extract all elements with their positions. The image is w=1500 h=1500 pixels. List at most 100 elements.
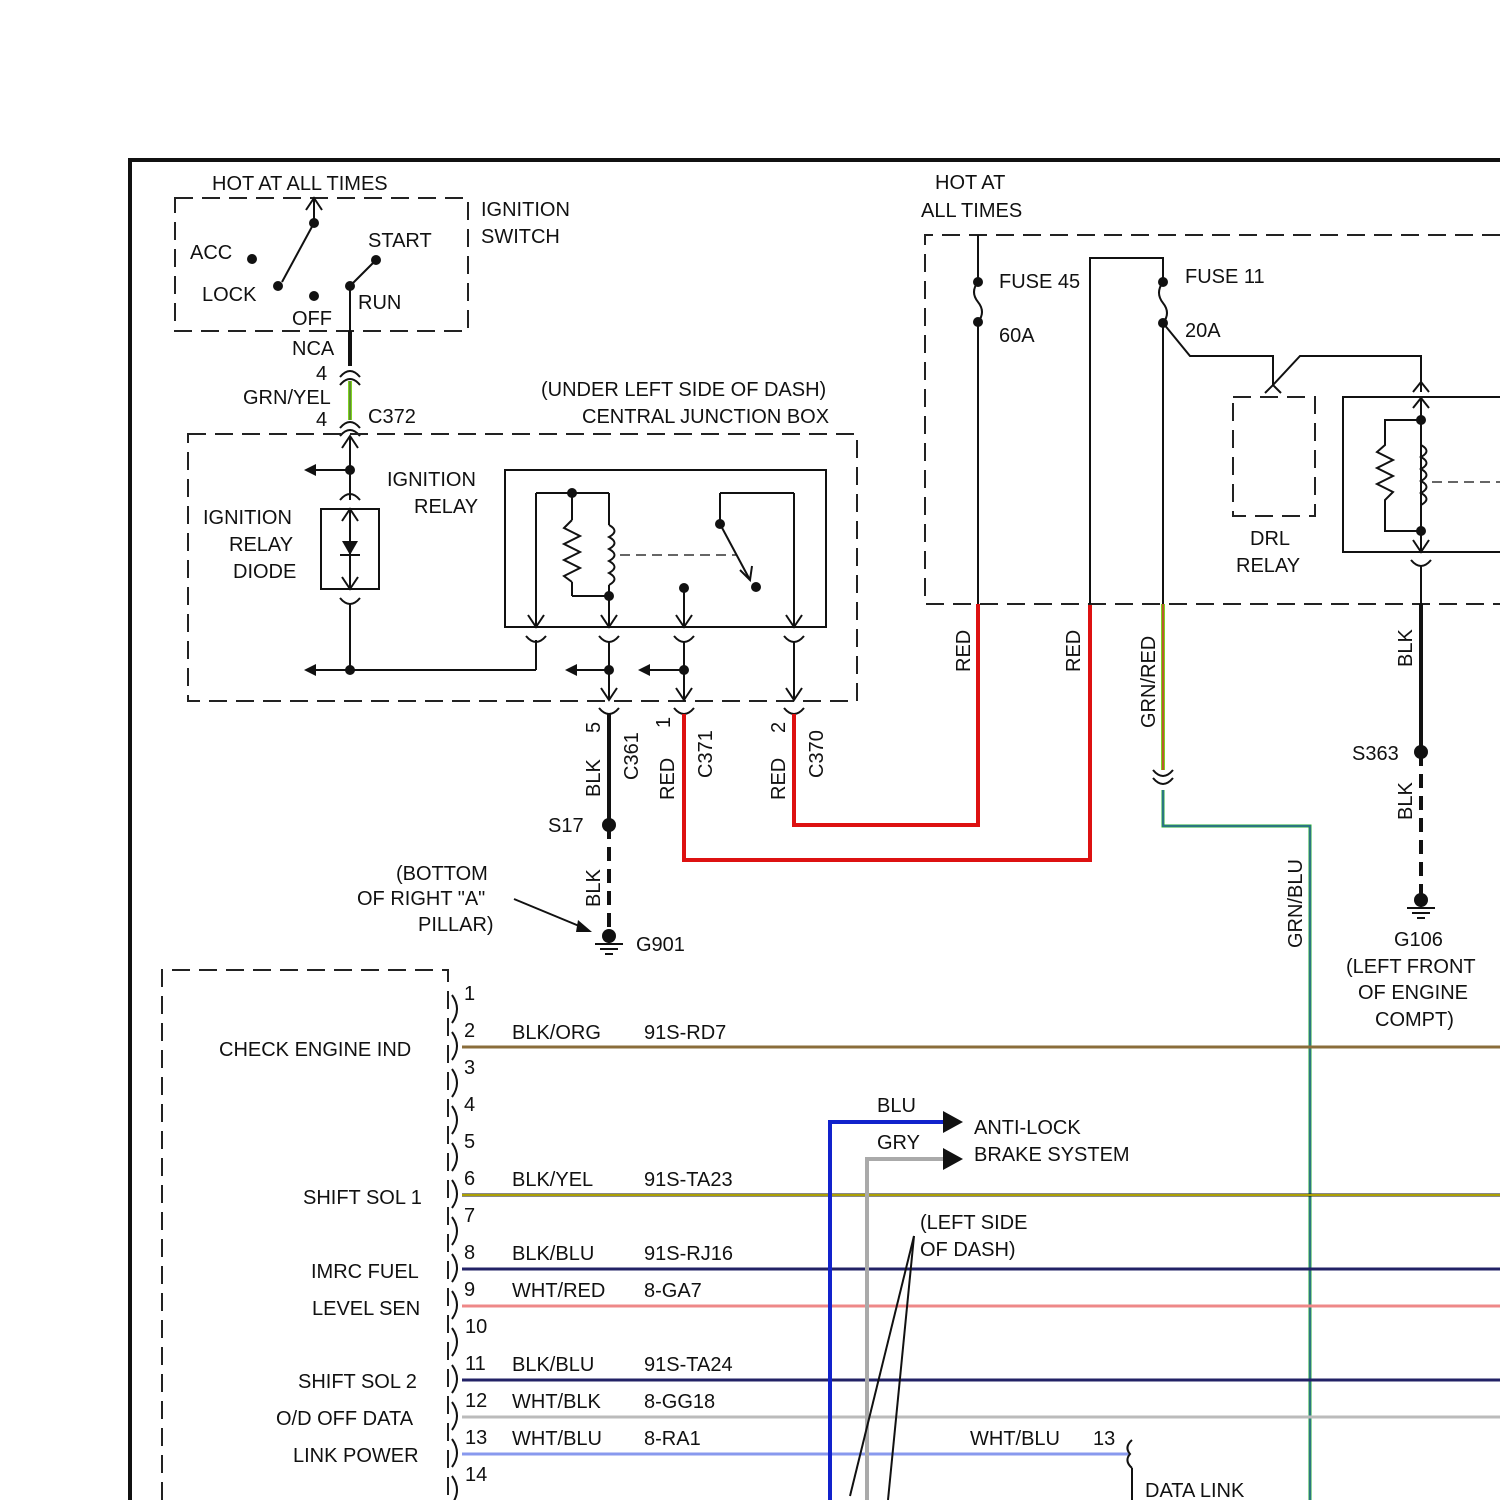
ignition-switch: HOT AT ALL TIMES IGNITION SWITCH ACC LOC… bbox=[175, 173, 570, 331]
hot-at-label-1: HOT AT bbox=[935, 172, 1005, 194]
circuit-label-shift-sol-2: SHIFT SOL 2 bbox=[298, 1371, 417, 1393]
ground-note-2: OF RIGHT "A" bbox=[357, 888, 485, 910]
ground-note-1: (BOTTOM bbox=[396, 863, 488, 885]
wire-red-c371 bbox=[684, 604, 1090, 860]
abs-label-2: BRAKE SYSTEM bbox=[974, 1144, 1130, 1166]
s17-label: S17 bbox=[548, 815, 584, 837]
relay-label-1: IGNITION bbox=[387, 469, 476, 491]
pin-1-label: 1 bbox=[653, 717, 675, 728]
wire-red-c370 bbox=[794, 604, 978, 825]
acc-label: ACC bbox=[190, 242, 232, 264]
pcm-pin-1: 1 bbox=[464, 983, 475, 1005]
wire-circuit-pin-2: 91S-RD7 bbox=[644, 1022, 726, 1044]
pcm-pin-11: 11 bbox=[465, 1353, 486, 1375]
pcm-pin-14: 14 bbox=[465, 1464, 487, 1486]
run-label: RUN bbox=[358, 292, 401, 314]
blu-label: BLU bbox=[877, 1095, 916, 1117]
start-label: START bbox=[368, 230, 432, 252]
wire-color-pin-9: WHT/RED bbox=[512, 1280, 605, 1302]
fuse-11-label: FUSE 11 bbox=[1185, 266, 1265, 288]
g106-label: G106 bbox=[1394, 929, 1443, 951]
nca-label: NCA bbox=[292, 338, 335, 360]
c372-label: C372 bbox=[368, 406, 416, 428]
off-label: OFF bbox=[292, 308, 332, 330]
pcm-pin-bracket bbox=[452, 995, 457, 1023]
wire-gry-abs bbox=[867, 1159, 945, 1500]
ignition-switch-label-2: SWITCH bbox=[481, 226, 560, 248]
pcm-pin-10: 10 bbox=[465, 1316, 487, 1338]
pcm-wires: BLK/ORG 91S-RD7 BLK/YEL 91S-TA23 BLK/BLU… bbox=[462, 1022, 1500, 1500]
circuit-label-check-engine: CHECK ENGINE IND bbox=[219, 1039, 411, 1061]
drl-label-2: RELAY bbox=[1236, 555, 1300, 577]
drl-label-1: DRL bbox=[1250, 528, 1290, 550]
pcm-pin-7: 7 bbox=[464, 1205, 475, 1227]
fuse-45-label: FUSE 45 bbox=[999, 271, 1080, 293]
wire-color-pin-12: WHT/BLK bbox=[512, 1391, 602, 1413]
wire-color-pin-11: BLK/BLU bbox=[512, 1354, 594, 1376]
pcm-pin-6: 6 bbox=[464, 1168, 475, 1190]
pcm-pin-bracket bbox=[452, 1069, 457, 1097]
wire-color-pin-6: BLK/YEL bbox=[512, 1169, 593, 1191]
red-label-a: RED bbox=[953, 630, 975, 672]
red-label-b: RED bbox=[1063, 630, 1085, 672]
pcm-pin-bracket bbox=[452, 1328, 457, 1356]
junction-location-label-1: (UNDER LEFT SIDE OF DASH) bbox=[541, 379, 826, 401]
g106-note-1: (LEFT FRONT bbox=[1346, 956, 1476, 978]
circuit-label-imrc-fuel: IMRC FUEL bbox=[311, 1261, 419, 1283]
pcm-pin-bracket bbox=[452, 1439, 457, 1467]
pcm-pin-bracket bbox=[452, 1476, 457, 1500]
grn-blu-label: GRN/BLU bbox=[1285, 859, 1307, 948]
blk-label-a: BLK bbox=[1395, 629, 1417, 667]
c372-pin-top: 4 bbox=[316, 363, 327, 385]
pin-5-label: 5 bbox=[583, 722, 605, 733]
drl-relay bbox=[1233, 397, 1315, 516]
c371-label: C371 bbox=[695, 730, 717, 778]
red-wire-label-1: RED bbox=[657, 758, 679, 800]
pcm-pin-bracket bbox=[452, 1365, 457, 1393]
hot-at-all-times-label: HOT AT ALL TIMES bbox=[212, 173, 388, 195]
data-link-pin-label: 13 bbox=[1093, 1428, 1115, 1450]
pcm-pin-9: 9 bbox=[464, 1279, 475, 1301]
g106-note-2: OF ENGINE bbox=[1358, 982, 1468, 1004]
fuse-45-amp: 60A bbox=[999, 325, 1035, 347]
pcm-pin-bracket bbox=[452, 1217, 457, 1245]
c370-label: C370 bbox=[806, 730, 828, 778]
c372-pin-bottom: 4 bbox=[316, 409, 327, 431]
g106-note-3: COMPT) bbox=[1375, 1009, 1454, 1031]
blk-wire-label-2: BLK bbox=[583, 869, 605, 907]
blk-label-b: BLK bbox=[1395, 782, 1417, 820]
pcm-pin-12: 12 bbox=[465, 1390, 487, 1412]
pcm-pin-13: 13 bbox=[465, 1427, 487, 1449]
pcm-pin-bracket bbox=[452, 1402, 457, 1430]
pcm-pin-bracket bbox=[452, 1180, 457, 1208]
relay-label-2: RELAY bbox=[414, 496, 478, 518]
pcm-pin-4: 4 bbox=[464, 1094, 475, 1116]
diode-label-1: IGNITION bbox=[203, 507, 292, 529]
wire-circuit-pin-9: 8-GA7 bbox=[644, 1280, 702, 1302]
circuit-label-od-off-data: O/D OFF DATA bbox=[276, 1408, 414, 1430]
pcm-pin-5: 5 bbox=[464, 1131, 475, 1153]
pcm-pin-bracket bbox=[452, 1106, 457, 1134]
wht-blu-label: WHT/BLU bbox=[970, 1428, 1060, 1450]
diode-label-2: RELAY bbox=[229, 534, 293, 556]
fuse-11-amp: 20A bbox=[1185, 320, 1221, 342]
wire-color-pin-8: BLK/BLU bbox=[512, 1243, 594, 1265]
dash-note-1: (LEFT SIDE bbox=[920, 1212, 1027, 1234]
lock-label: LOCK bbox=[202, 284, 257, 306]
abs-label-1: ANTI-LOCK bbox=[974, 1117, 1081, 1139]
pcm-pin-bracket bbox=[452, 1254, 457, 1282]
wire-color-pin-13: WHT/BLU bbox=[512, 1428, 602, 1450]
pcm-pin-bracket bbox=[452, 1032, 457, 1060]
pcm-pin-2: 2 bbox=[464, 1020, 475, 1042]
wire-circuit-pin-13: 8-RA1 bbox=[644, 1428, 701, 1450]
red-wire-label-2: RED bbox=[768, 758, 790, 800]
pcm-pin-bracket bbox=[452, 1291, 457, 1319]
wire-circuit-pin-8: 91S-RJ16 bbox=[644, 1243, 733, 1265]
ignition-switch-label-1: IGNITION bbox=[481, 199, 570, 221]
wire-color-pin-2: BLK/ORG bbox=[512, 1022, 601, 1044]
pcm-pin-3: 3 bbox=[464, 1057, 475, 1079]
ground-note-3: PILLAR) bbox=[418, 914, 494, 936]
diode-label-3: DIODE bbox=[233, 561, 296, 583]
